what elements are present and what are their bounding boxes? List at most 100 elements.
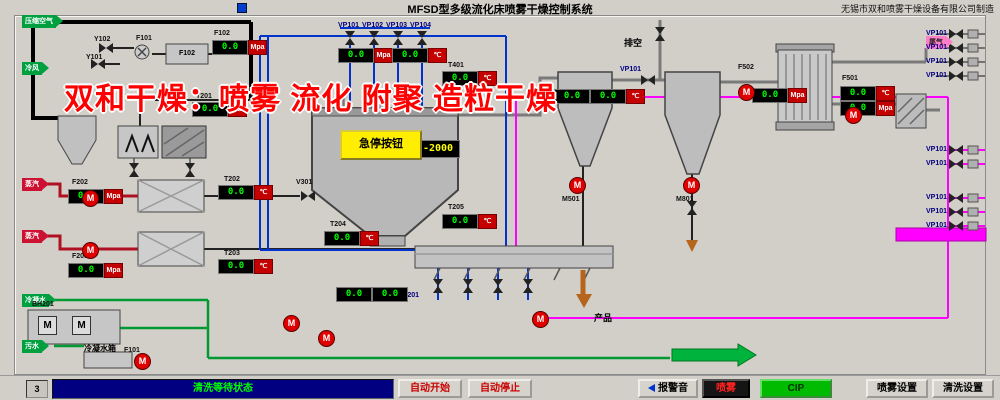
valve-icon[interactable] <box>129 163 139 177</box>
valve-icon[interactable] <box>99 43 113 53</box>
unit-c: ℃ <box>254 185 273 200</box>
valve-icon[interactable] <box>463 279 473 293</box>
pump-cip-3[interactable]: M <box>532 311 549 328</box>
tag-vp201: VP201 <box>398 292 420 299</box>
alarm-sound-button[interactable]: 报警音 <box>638 379 698 398</box>
display-f203[interactable]: 0.0 <box>68 263 104 278</box>
display-vp201-2[interactable]: 0.0 <box>372 287 408 302</box>
tag-vp101-r8: VP101 <box>926 208 948 215</box>
tag-m801: M801 <box>676 196 694 203</box>
auto-start-button[interactable]: 自动开始 <box>398 379 462 398</box>
actuator-box <box>967 29 979 39</box>
display-cyclone-1[interactable]: 0.0 <box>554 89 590 104</box>
hx-tubes <box>785 54 827 120</box>
tag-f102: F102 <box>214 30 230 37</box>
baghouse-motor-2[interactable]: M <box>72 316 91 335</box>
display-cyclone-2[interactable]: 0.0 <box>590 89 626 104</box>
pump-steam-2[interactable]: M <box>82 242 99 259</box>
display-t205[interactable]: 0.0 <box>442 214 478 229</box>
unit-mpa: Mpa <box>104 189 123 204</box>
condensate-tank <box>83 351 133 369</box>
atomizer <box>371 93 389 109</box>
tag-y102: Y102 <box>94 36 111 43</box>
actuator-box <box>967 221 979 231</box>
heater-coil <box>125 133 155 153</box>
page-number-box[interactable]: 3 <box>26 380 48 398</box>
valve-icon[interactable] <box>493 279 503 293</box>
emergency-stop-button[interactable]: 急停按钮 <box>340 130 422 160</box>
valve-icon[interactable] <box>949 193 963 203</box>
pump-condensate[interactable]: M <box>134 353 151 370</box>
display-f102[interactable]: 0.0 <box>212 40 248 55</box>
tag-t203: T203 <box>224 250 240 257</box>
valve-icon[interactable] <box>301 191 315 201</box>
valve-icon[interactable] <box>433 279 443 293</box>
unit-mpa: Mpa <box>374 48 393 63</box>
display-t201[interactable]: 0.0 <box>192 102 228 117</box>
spray-settings-button[interactable]: 喷雾设置 <box>866 379 928 398</box>
tag-vp101-r2: VP101 <box>926 44 948 51</box>
valve-icon[interactable] <box>345 31 355 45</box>
valve-icon[interactable] <box>949 207 963 217</box>
actuator-box <box>967 159 979 169</box>
tag-bh201: BH201 <box>32 301 54 308</box>
auto-stop-button[interactable]: 自动停止 <box>468 379 532 398</box>
clean-settings-button[interactable]: 清洗设置 <box>932 379 994 398</box>
valve-icon[interactable] <box>949 71 963 81</box>
valve-icon[interactable] <box>369 31 379 45</box>
valve-icon[interactable] <box>949 57 963 67</box>
valve-icon[interactable] <box>949 145 963 155</box>
tag-f501: F501 <box>842 75 858 82</box>
baghouse-motor-1[interactable]: M <box>38 316 57 335</box>
fan-f502-motor[interactable]: M <box>738 84 755 101</box>
display-t204[interactable]: 0.0 <box>324 231 360 246</box>
unit-c: ℃ <box>478 71 497 86</box>
display-vp-1[interactable]: 0.0 <box>338 48 374 63</box>
valve-icon[interactable] <box>523 279 533 293</box>
tag-t204: T204 <box>330 221 346 228</box>
valve-icon[interactable] <box>417 31 427 45</box>
app-icon <box>237 3 247 13</box>
spray-mode-button[interactable]: 喷雾 <box>702 379 750 398</box>
display-t401[interactable]: 0.0 <box>442 71 478 86</box>
display-t202[interactable]: 0.0 <box>218 185 254 200</box>
tag-f101: F101 <box>136 35 152 42</box>
fan-blades <box>137 47 147 57</box>
tag-vp101-r6: VP101 <box>926 160 948 167</box>
tag-vp101-cyclone: VP101 <box>620 66 642 73</box>
unit-c: ℃ <box>478 214 497 229</box>
pump-cip-2[interactable]: M <box>318 330 335 347</box>
tag-t205: T205 <box>448 204 464 211</box>
display-vp201-1[interactable]: 0.0 <box>336 287 372 302</box>
display-vp-2[interactable]: 0.0 <box>392 48 428 63</box>
hx-cross <box>137 231 205 267</box>
valve-icon[interactable] <box>185 163 195 177</box>
product-label: 产品 <box>594 313 613 323</box>
diagram-frame <box>14 15 986 375</box>
tag-f203: F203 <box>72 253 88 260</box>
actuator-box <box>967 207 979 217</box>
valve-icon[interactable] <box>655 27 665 41</box>
pump-steam-1[interactable]: M <box>82 190 99 207</box>
display-chamber-pressure[interactable]: -2000 <box>416 140 460 158</box>
tag-y101: Y101 <box>86 54 103 61</box>
motor-m501[interactable]: M <box>569 177 586 194</box>
pipe-segment <box>31 20 253 120</box>
display-t203[interactable]: 0.0 <box>218 259 254 274</box>
tag-f101-pump: F101 <box>124 347 140 354</box>
chamber-nozzle <box>411 97 421 109</box>
cip-mode-button[interactable]: CIP <box>760 379 832 398</box>
actuator-box <box>967 57 979 67</box>
valve-icon[interactable] <box>641 75 655 85</box>
valve-icon[interactable] <box>949 159 963 169</box>
alarm-sound-label: 报警音 <box>658 383 688 394</box>
fan-f501-motor[interactable]: M <box>845 107 862 124</box>
display-f502[interactable]: 0.0 <box>752 88 788 103</box>
cip-water-inlet <box>895 227 987 242</box>
motor-m801[interactable]: M <box>683 177 700 194</box>
valve-icon[interactable] <box>393 31 403 45</box>
actuator-box <box>967 145 979 155</box>
display-f501-1[interactable]: 0.0 <box>840 86 876 101</box>
drain-arrow-label: 污水 <box>22 340 49 353</box>
pump-cip-1[interactable]: M <box>283 315 300 332</box>
